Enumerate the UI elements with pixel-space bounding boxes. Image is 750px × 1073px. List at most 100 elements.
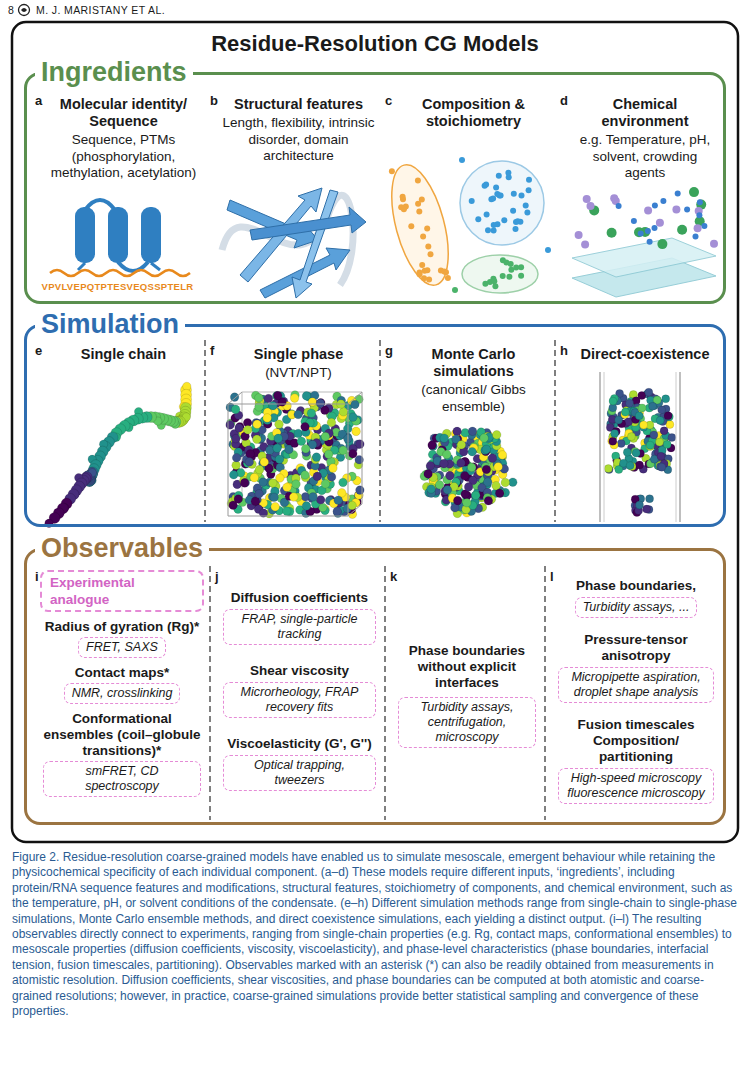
- bead: [587, 202, 595, 210]
- experiment-text: Micropipette aspiration, droplet shape a…: [566, 670, 706, 700]
- bead: [307, 409, 316, 418]
- bead: [545, 247, 551, 253]
- bead: [526, 177, 532, 183]
- experiment-box: Turbidity assays, ...: [575, 597, 698, 618]
- bead: [501, 217, 507, 223]
- experiment-text: Microrheology, FRAP recovery fits: [231, 685, 368, 715]
- bead: [668, 434, 676, 442]
- panel: dChemical environmente.g. Temperature, p…: [555, 90, 723, 300]
- experiment-text: FRAP, single-particle tracking: [231, 612, 368, 642]
- dashed-separator: [554, 340, 556, 522]
- bead: [519, 193, 525, 199]
- bead: [232, 434, 241, 443]
- bead: [524, 210, 530, 216]
- panel-body: e.g. Temperature, pH, solvent, crowding …: [571, 132, 719, 182]
- panel-letter: k: [390, 569, 397, 584]
- droplet: [460, 161, 544, 245]
- box-frame: [242, 392, 362, 393]
- experiment-box: smFRET, CD spectroscopy: [43, 761, 201, 797]
- bead: [419, 262, 425, 268]
- bead: [666, 421, 674, 429]
- bead: [631, 218, 637, 224]
- bead: [316, 496, 325, 505]
- bead: [415, 201, 421, 207]
- observable-heading: Fusion timescales Composition/ partition…: [555, 717, 717, 765]
- panel: hDirect-coexistence: [555, 340, 723, 524]
- bead: [283, 483, 292, 492]
- bead: [339, 446, 348, 455]
- bead: [652, 203, 658, 209]
- panel-title: Single chain: [81, 346, 166, 363]
- beta-strand: [292, 190, 338, 298]
- panel-title: Structural features: [234, 96, 363, 113]
- bead: [294, 429, 303, 438]
- dashed-separator: [204, 340, 206, 522]
- bead: [427, 485, 436, 494]
- bead: [425, 244, 431, 250]
- bead: [301, 422, 310, 431]
- section-heading: Observables: [35, 532, 209, 564]
- bead: [575, 231, 583, 239]
- section-heading: Ingredients: [35, 56, 193, 88]
- bead: [656, 416, 664, 424]
- panel-letter: h: [560, 343, 568, 358]
- box-frame: [228, 404, 348, 405]
- bead: [482, 281, 488, 287]
- bead: [254, 394, 263, 403]
- bead: [270, 493, 279, 502]
- bead: [495, 489, 504, 498]
- bead: [583, 195, 591, 203]
- bead: [255, 490, 264, 499]
- bead: [482, 465, 491, 474]
- bead: [389, 168, 395, 174]
- bead: [467, 463, 476, 472]
- section-box: SimulationeSingle chainfSingle phase(NVT…: [24, 324, 726, 527]
- bead: [626, 462, 634, 470]
- bead: [230, 393, 239, 402]
- bead: [253, 435, 262, 444]
- observable-heading: Phase boundaries,: [576, 578, 696, 594]
- panel-letter: j: [215, 569, 219, 584]
- bead: [316, 399, 325, 408]
- experiment-text: Optical trapping, tweezers: [231, 758, 368, 788]
- panel-letter: a: [35, 93, 42, 108]
- bead: [652, 225, 658, 231]
- bead: [488, 454, 497, 463]
- bead: [675, 190, 681, 196]
- panel-letter: f: [210, 343, 214, 358]
- panel-title: Single phase: [254, 346, 343, 363]
- bead: [495, 221, 501, 227]
- bead: [623, 448, 631, 456]
- bead: [636, 501, 644, 509]
- tube-wall: [679, 372, 681, 522]
- box-frame: [348, 392, 362, 404]
- bead: [245, 458, 254, 467]
- bead: [452, 287, 458, 293]
- bead: [259, 478, 268, 487]
- bead: [510, 208, 516, 214]
- sequence-chain: [50, 270, 190, 276]
- panel-title: Composition & stoichiometry: [396, 96, 551, 130]
- bead: [244, 426, 253, 435]
- bead: [302, 502, 311, 511]
- helix: [75, 207, 95, 263]
- panel-letter: e: [35, 343, 42, 358]
- bead: [645, 388, 653, 396]
- bead: [356, 486, 365, 495]
- bead: [229, 471, 238, 480]
- plane: [572, 238, 716, 277]
- droplet: [381, 159, 459, 291]
- observable-heading: Shear viscosity: [250, 663, 349, 679]
- dashed-separator: [544, 566, 546, 820]
- bead: [506, 274, 512, 280]
- bead: [317, 399, 326, 408]
- dashed-separator: [384, 566, 386, 820]
- protein-cartoon: [222, 188, 366, 298]
- experiment-text: smFRET, CD spectroscopy: [51, 764, 193, 794]
- panel-body: (NVT/NPT): [265, 365, 332, 382]
- bead: [627, 433, 635, 441]
- bead: [301, 471, 310, 480]
- bead: [421, 275, 427, 281]
- bead: [333, 507, 342, 516]
- outer-frame: [12, 22, 738, 842]
